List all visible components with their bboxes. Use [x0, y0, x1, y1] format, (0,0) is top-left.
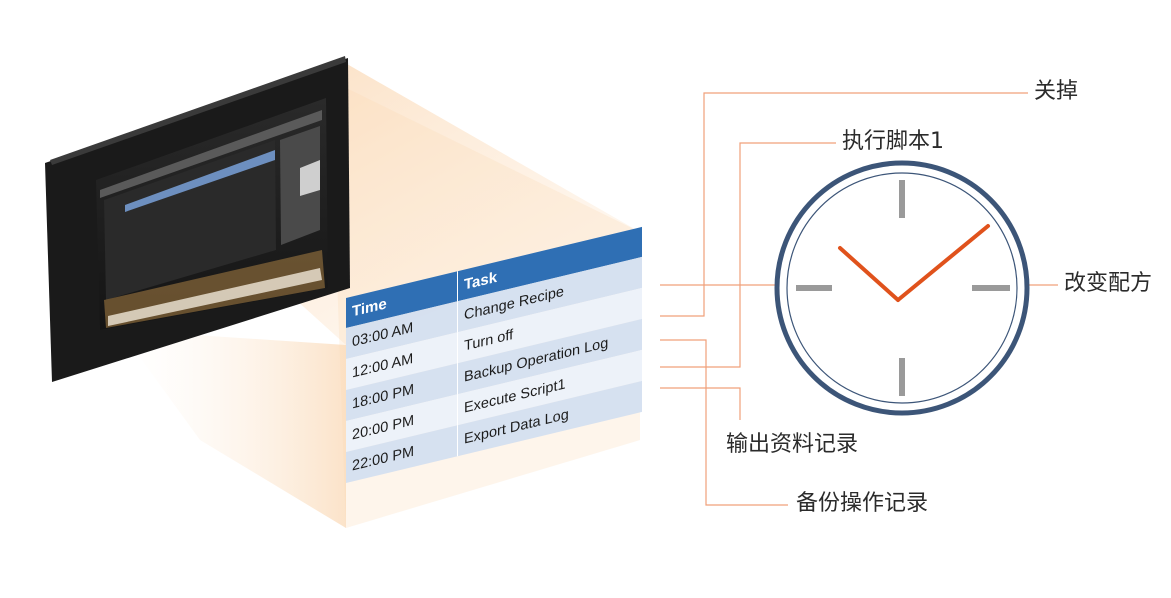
label-execute-script: 执行脚本1 [842, 129, 944, 154]
hmi-touch-panel-icon [45, 56, 350, 382]
leader-line-export-data-log [660, 387, 741, 420]
leader-line-backup-log [660, 339, 788, 506]
label-turn-off: 关掉 [1034, 79, 1079, 104]
label-backup-operation-log: 备份操作记录 [796, 491, 929, 516]
schedule-table: Time Task 03:00 AM Change Recipe 12:00 A… [346, 226, 642, 483]
leader-lines [660, 92, 1058, 506]
clock-minute-hand [896, 224, 990, 302]
leader-line-turn-off [660, 92, 1028, 317]
leader-line-execute-script [660, 142, 836, 368]
label-change-recipe: 改变配方 [1064, 271, 1153, 296]
wall-clock-icon [774, 160, 1030, 416]
clock-hour-hand [838, 246, 900, 302]
label-export-data-log: 输出资料记录 [726, 432, 859, 457]
